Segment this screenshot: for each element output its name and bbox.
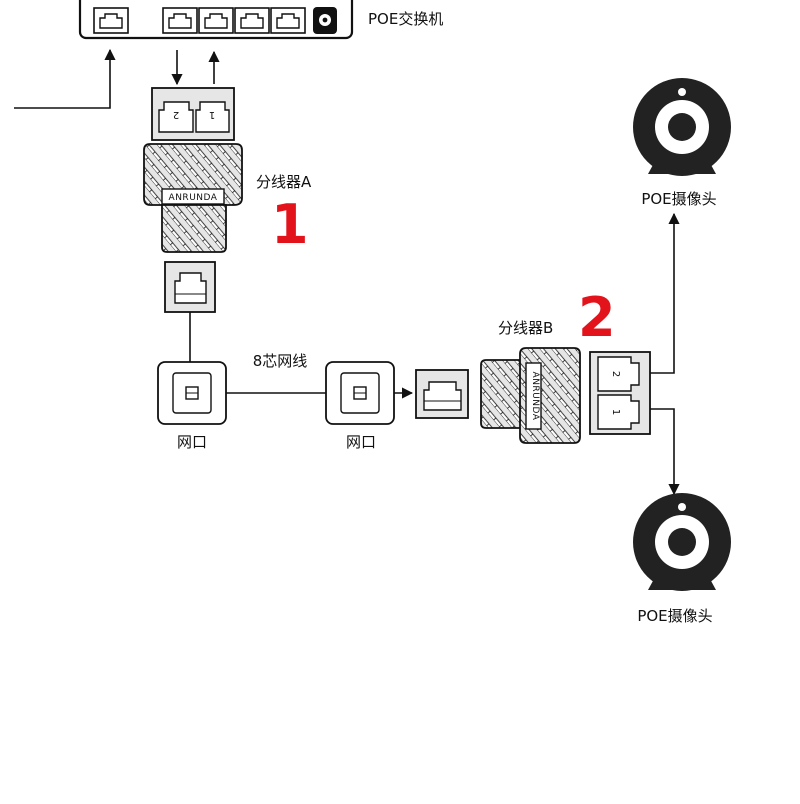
- uplink-arrow-icon: [14, 48, 116, 109]
- splitter-a-brand: ANRUNDA: [169, 193, 218, 203]
- switch-label: POE交换机: [368, 10, 443, 28]
- port-label-2: 2: [610, 371, 621, 377]
- wall-jack-icon: [157, 361, 227, 425]
- splitter-b-icon: [415, 347, 651, 444]
- arrow-icon: [650, 408, 680, 496]
- splitter-a-label: 分线器A: [256, 173, 312, 191]
- webcam-icon: [633, 78, 731, 176]
- camera-bottom-label: POE摄像头: [637, 607, 712, 625]
- cable-label: 8芯网线: [253, 352, 308, 370]
- splitter-a-icon: [143, 87, 243, 313]
- step-2-number: 2: [578, 286, 616, 349]
- webcam-icon: [633, 493, 731, 591]
- port-label-1: 1: [610, 409, 621, 415]
- wall-jack-icon: [325, 361, 395, 425]
- arrow-icon: [650, 212, 680, 374]
- splitter-b-brand: ANRUNDA: [530, 372, 540, 421]
- step-1-number: 1: [271, 193, 309, 256]
- wall-port-left-label: 网口: [177, 433, 207, 451]
- splitter-b-label: 分线器B: [498, 319, 553, 337]
- camera-top-label: POE摄像头: [641, 190, 716, 208]
- network-switch-icon: [78, 0, 354, 40]
- port-label-1: 1: [209, 109, 215, 120]
- port-label-2: 2: [173, 109, 179, 120]
- wall-port-right-label: 网口: [346, 433, 376, 451]
